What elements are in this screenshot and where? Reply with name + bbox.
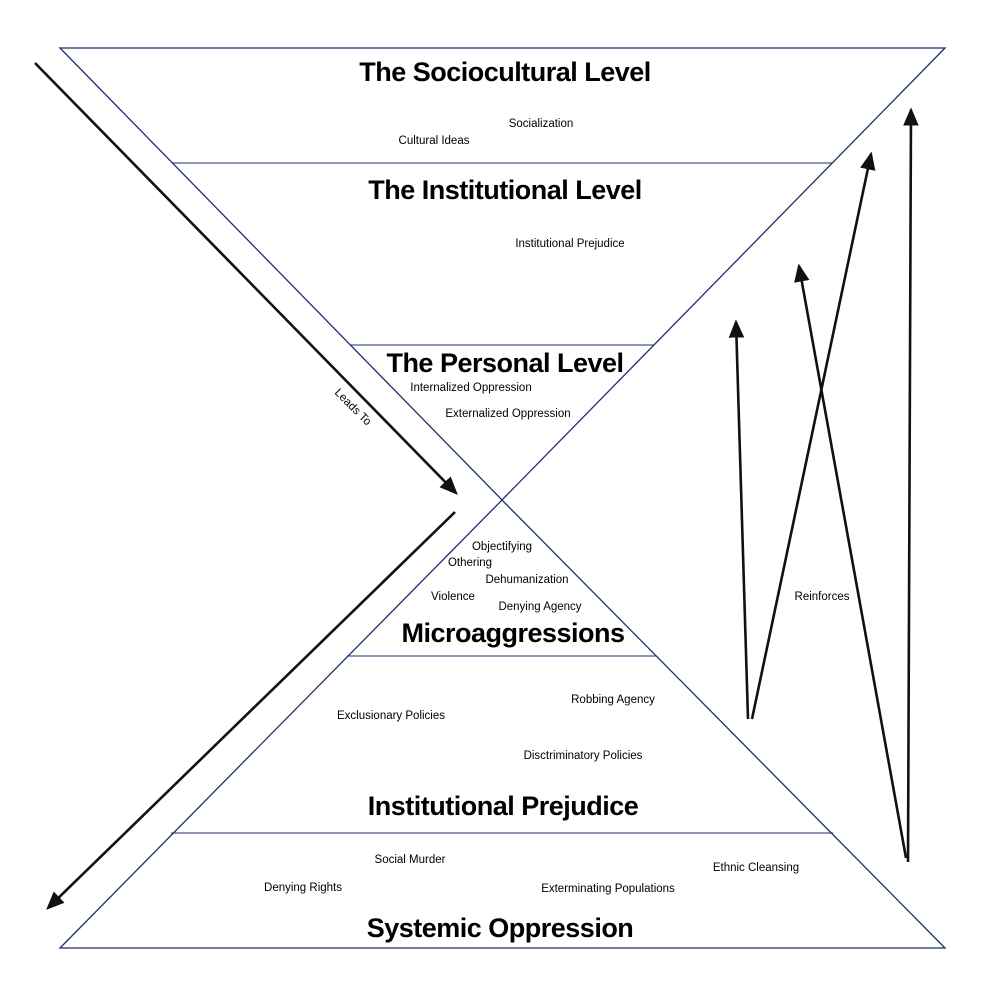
heading-personal-level: The Personal Level — [386, 348, 624, 378]
heading-institutional-level: The Institutional Level — [368, 175, 642, 205]
reinforces-arrow-3 — [794, 263, 908, 859]
bottom-triangle-outline — [58, 499, 947, 949]
label-internalized-oppression: Internalized Oppression — [410, 382, 532, 394]
label-cultural-ideas: Cultural Ideas — [398, 135, 470, 147]
label-social-murder: Social Murder — [374, 854, 446, 866]
label-socialization: Socialization — [508, 118, 574, 130]
label-objectifying: Objectifying — [471, 541, 533, 553]
label-reinforces: Reinforces — [794, 591, 850, 603]
heading-microaggressions: Microaggressions — [401, 618, 625, 648]
reinforces-arrow-4 — [903, 107, 919, 863]
label-externalized-oppression: Externalized Oppression — [445, 408, 571, 420]
label-ethnic-cleansing: Ethnic Cleansing — [712, 862, 800, 874]
label-othering: Othering — [447, 557, 493, 569]
top-triangle-outline — [58, 47, 947, 501]
label-denying-rights: Denying Rights — [264, 882, 342, 894]
reinforces-arrow-2 — [750, 151, 876, 720]
label-robbing-agency: Robbing Agency — [571, 694, 655, 706]
label-denying-agency: Denying Agency — [498, 601, 582, 613]
label-dehumanization: Dehumanization — [485, 574, 569, 586]
heading-sociocultural-level: The Sociocultural Level — [359, 57, 651, 87]
label-discriminatory-policies: Disctriminatory Policies — [523, 750, 643, 762]
heading-systemic-oppression: Systemic Oppression — [366, 913, 634, 943]
label-violence: Violence — [431, 591, 475, 603]
label-institutional-prejudice: Institutional Prejudice — [515, 238, 625, 250]
label-exclusionary-policies: Exclusionary Policies — [336, 710, 446, 722]
label-exterminating-populations: Exterminating Populations — [541, 883, 675, 895]
leads-to-arrow-lower — [46, 511, 456, 910]
heading-institutional-prejudice: Institutional Prejudice — [367, 791, 639, 821]
reinforces-arrow-1 — [728, 319, 750, 720]
leads-to-arrow-upper — [34, 62, 458, 495]
